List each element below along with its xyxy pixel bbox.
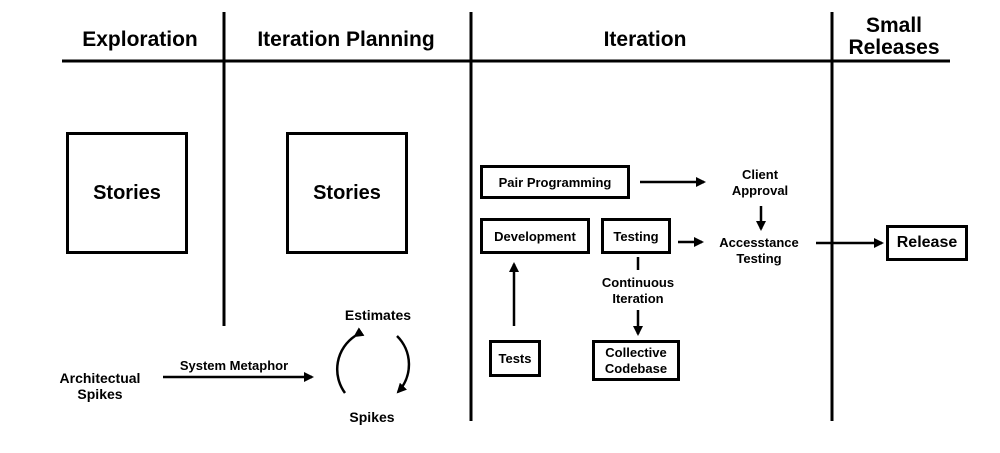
tests-label: Tests (498, 351, 532, 366)
architectual-spikes-line2: Spikes (77, 386, 123, 402)
planning-stories-label: Stories (313, 181, 381, 204)
spikes-label: Spikes (349, 409, 395, 425)
development-label: Development (494, 228, 576, 244)
exploration-stories-box: Stories (66, 132, 188, 254)
tests-box: Tests (489, 340, 541, 377)
header-iteration-planning: Iteration Planning (257, 28, 435, 51)
testing-box: Testing (601, 218, 671, 254)
collective-codebase-line2: Codebase (604, 360, 668, 376)
continuous-iteration-line1: Continuous (601, 275, 675, 290)
architectual-spikes-line1: Architectual (59, 370, 141, 386)
continuous-iteration-label: Continuous Iteration (588, 275, 688, 307)
development-box: Development (480, 218, 590, 254)
pair-programming-box: Pair Programming (480, 165, 630, 199)
release-box: Release (886, 225, 968, 261)
cycle-arrow-right (396, 335, 411, 394)
planning-stories-box: Stories (286, 132, 408, 254)
header-small-releases: Small Releases (838, 15, 950, 59)
cycle-arrow-left (335, 327, 365, 394)
pair-programming-label: Pair Programming (498, 174, 612, 190)
estimates-label: Estimates (344, 307, 412, 323)
acceptance-testing-line1: Accesstance (719, 235, 799, 250)
release-label: Release (896, 234, 958, 251)
collective-codebase-line1: Collective (605, 344, 667, 360)
acceptance-testing-label: Accesstance Testing (704, 235, 814, 267)
client-approval-line1: Client (741, 167, 779, 182)
testing-label: Testing (613, 228, 659, 244)
collective-codebase-box: Collective Codebase (592, 340, 680, 381)
acceptance-testing-line2: Testing (736, 251, 782, 266)
client-approval-line2: Approval (731, 183, 789, 198)
client-approval-label: Client Approval (712, 167, 808, 199)
architectual-spikes-label: Architectual Spikes (40, 370, 160, 402)
system-metaphor-label: System Metaphor (179, 358, 289, 373)
continuous-iteration-line2: Iteration (612, 291, 664, 306)
header-small-releases-line2: Releases (848, 36, 940, 59)
header-small-releases-line1: Small (865, 14, 923, 37)
exploration-stories-label: Stories (93, 181, 161, 204)
header-iteration: Iteration (603, 28, 687, 51)
header-exploration: Exploration (82, 28, 198, 51)
